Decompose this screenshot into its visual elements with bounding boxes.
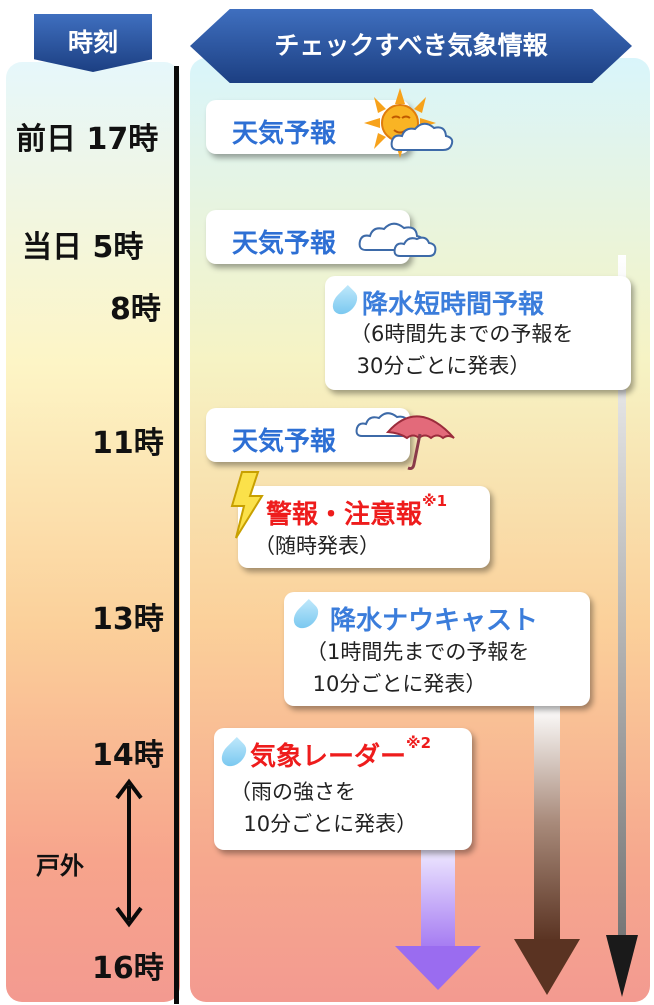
outdoor-label: 戸外 — [36, 852, 84, 880]
radar-title: 気象レーダー※2 — [250, 734, 432, 773]
weather-forecast-label-2: 天気予報 — [232, 229, 337, 259]
time-prev-day-17: 前日 17時 — [16, 122, 159, 157]
radar-duration-arrow — [395, 850, 481, 990]
precip-short-duration-arrow — [606, 255, 638, 997]
nowcast-title: 降水ナウキャスト — [330, 606, 539, 636]
nowcast-note: （1時間先までの予報を 10分ごとに発表） — [306, 640, 530, 696]
radar-box — [214, 728, 472, 850]
sun-cloud-icon — [364, 88, 454, 158]
precip-short-note: （6時間先までの予報を 30分ごとに発表） — [350, 322, 574, 378]
radar-note: （雨の強さを 10分ごとに発表） — [230, 780, 418, 836]
precip-short-box — [325, 276, 631, 390]
cloud-icon — [358, 222, 437, 257]
precip-short-title: 降水短時間予報 — [362, 290, 545, 320]
timeline-line — [174, 66, 179, 1004]
time-11: 11時 — [92, 426, 164, 461]
time-column-panel — [6, 62, 180, 1002]
time-same-day-5: 当日 5時 — [22, 230, 144, 265]
cloud-umbrella-icon — [355, 412, 455, 470]
radar-footnote: ※2 — [406, 734, 432, 752]
warning-box — [238, 486, 490, 568]
lightning-icon — [230, 471, 264, 539]
weather-forecast-label-1: 天気予報 — [232, 119, 337, 149]
warning-note: （随時発表） — [254, 534, 380, 558]
time-16: 16時 — [92, 951, 164, 986]
time-13: 13時 — [92, 602, 164, 637]
time-header: 時刻 — [34, 14, 152, 72]
radar-title-text: 気象レーダー — [250, 742, 407, 772]
warning-title: 警報・注意報※1 — [266, 492, 448, 531]
nowcast-box — [284, 592, 590, 706]
info-header: チェックすべき気象情報 — [190, 9, 632, 83]
time-14: 14時 — [92, 738, 164, 773]
weather-forecast-label-3: 天気予報 — [232, 427, 337, 457]
nowcast-duration-arrow — [514, 705, 580, 995]
time-8: 8時 — [110, 292, 161, 327]
warning-title-text: 警報・注意報 — [266, 500, 423, 530]
outdoor-range-arrow — [115, 778, 143, 928]
warning-footnote: ※1 — [422, 492, 448, 510]
